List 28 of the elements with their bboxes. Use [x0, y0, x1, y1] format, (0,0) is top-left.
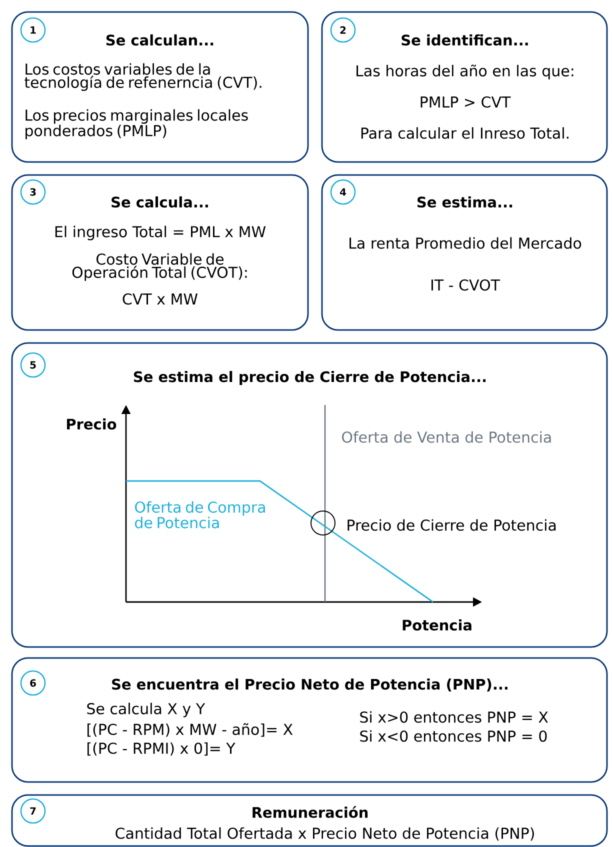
axis-label: Potencia	[402, 619, 472, 631]
heading: Se estima el precio de Cierre de Potencia...	[134, 370, 486, 385]
body-text: Cantidad Total Ofertada x Precio Neto de Potencia (PNP)	[116, 827, 534, 841]
heading: Se estima...	[417, 196, 512, 208]
heading: Se encuentra el Precio Neto de Potencia (PNP)...	[112, 678, 508, 692]
body-text: Para calcular el Inreso Total.	[361, 127, 568, 139]
body-text: CVT x MW	[122, 293, 198, 305]
body-text: La renta Promedio del Mercado	[350, 237, 582, 249]
body-text: Los precios marginales locales ponderados (PMLP)	[26, 109, 248, 140]
body-text: Costo Variable de Operación Total (CVOT):	[72, 253, 247, 281]
heading: Se calculan...	[106, 34, 214, 46]
heading: Se calcula...	[112, 196, 208, 208]
body-text: Si x>0 entonces PNP = X	[360, 711, 548, 723]
heading: Remuneración	[252, 806, 368, 818]
body-text: Se calcula X y Y	[87, 702, 206, 718]
body-text: [(PC - RPM) x MW - año]= X	[87, 723, 293, 737]
body-text: Las horas del año en las que:	[356, 64, 574, 80]
body-text: [(PC - RPMI) x 0]= Y	[87, 742, 236, 756]
body-text: El ingreso Total = PML x MW	[55, 226, 266, 240]
body-text: IT - CVOT	[431, 279, 500, 291]
chart-label: Precio de Cierre de Potencia	[348, 519, 556, 531]
heading: Se identifican...	[402, 34, 528, 46]
body-text: PMLP > CVT	[420, 96, 511, 108]
body-text: Si x<0 entonces PNP = 0	[360, 730, 547, 742]
axis-label: Precio	[67, 418, 116, 430]
chart-label: Oferta de Venta de Potencia	[342, 431, 551, 443]
chart-label: Oferta de Compra de Potencia	[135, 501, 265, 528]
body-text: Los costos variables de la tecnología de refenerncia (CVT).	[24, 63, 262, 91]
